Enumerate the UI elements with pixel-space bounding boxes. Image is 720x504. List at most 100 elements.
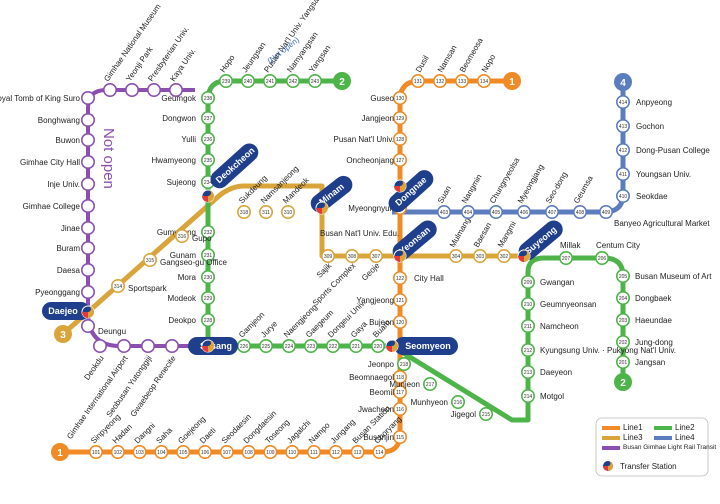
station-marker[interactable] [285, 444, 300, 459]
station-marker[interactable] [201, 248, 216, 263]
station-marker[interactable] [132, 444, 147, 459]
station-marker[interactable] [516, 205, 531, 220]
station-marker[interactable] [125, 83, 140, 98]
station-marker[interactable] [436, 205, 451, 220]
station-marker[interactable] [396, 356, 411, 371]
station-marker[interactable] [103, 83, 118, 98]
station-marker[interactable] [615, 95, 630, 110]
station-marker[interactable] [558, 251, 573, 266]
station-marker[interactable] [81, 221, 96, 236]
station-marker[interactable] [258, 338, 273, 353]
station-marker[interactable] [201, 269, 216, 284]
station-marker[interactable] [448, 249, 463, 264]
station-marker[interactable] [285, 74, 300, 89]
station-marker[interactable] [147, 83, 162, 98]
station-marker[interactable] [615, 167, 630, 182]
station-marker[interactable] [81, 284, 96, 299]
station[interactable]: Gimhae College [23, 199, 96, 214]
station-marker[interactable] [478, 406, 493, 421]
station-marker[interactable] [89, 444, 104, 459]
station-marker[interactable] [175, 229, 190, 244]
station-marker[interactable] [615, 312, 630, 327]
station-marker[interactable] [392, 401, 407, 416]
station-marker[interactable] [594, 251, 609, 266]
station[interactable]: Royal Tomb of King Suro [0, 91, 96, 106]
station-marker[interactable] [476, 74, 491, 89]
station-marker[interactable] [306, 444, 321, 459]
station-marker[interactable] [320, 249, 335, 264]
station[interactable]: Daesa [57, 262, 96, 277]
station-marker[interactable] [241, 74, 256, 89]
station-marker[interactable] [143, 253, 158, 268]
station-marker[interactable] [281, 338, 296, 353]
station-marker[interactable] [241, 444, 256, 459]
station-marker[interactable] [219, 74, 234, 89]
station-marker[interactable] [201, 132, 216, 147]
station-marker[interactable] [81, 318, 96, 333]
station-marker[interactable] [81, 177, 96, 192]
station[interactable]: Buwon [56, 133, 96, 148]
station-marker[interactable] [392, 91, 407, 106]
station-marker[interactable] [110, 444, 125, 459]
station-marker[interactable] [81, 241, 96, 256]
station-marker[interactable] [392, 292, 407, 307]
station[interactable]: Buram [56, 241, 96, 256]
station-marker[interactable] [81, 262, 96, 277]
station-marker[interactable] [520, 274, 535, 289]
station-marker[interactable] [450, 394, 465, 409]
station-marker[interactable] [520, 364, 535, 379]
station-marker[interactable] [258, 205, 273, 220]
station-marker[interactable] [201, 153, 216, 168]
station[interactable]: Bonghwang [38, 113, 96, 128]
station[interactable]: Deokdu [82, 338, 108, 382]
station-marker[interactable] [615, 334, 630, 349]
station-marker[interactable] [520, 318, 535, 333]
station-marker[interactable] [572, 205, 587, 220]
station-marker[interactable] [263, 444, 278, 459]
station-marker[interactable] [81, 113, 96, 128]
station-marker[interactable] [392, 111, 407, 126]
station-marker[interactable] [141, 338, 156, 353]
station-marker[interactable] [176, 444, 191, 459]
station-marker[interactable] [392, 153, 407, 168]
station-marker[interactable] [81, 199, 96, 214]
station-marker[interactable] [201, 290, 216, 305]
station-marker[interactable] [117, 338, 132, 353]
station-marker[interactable] [422, 376, 437, 391]
station-marker[interactable] [460, 205, 475, 220]
station-marker[interactable] [81, 133, 96, 148]
station-marker[interactable] [280, 205, 295, 220]
station-marker[interactable] [615, 354, 630, 369]
station-marker[interactable] [615, 119, 630, 134]
transfer-seomyeon[interactable]: Seomyeon [394, 337, 458, 355]
station-marker[interactable] [201, 111, 216, 126]
